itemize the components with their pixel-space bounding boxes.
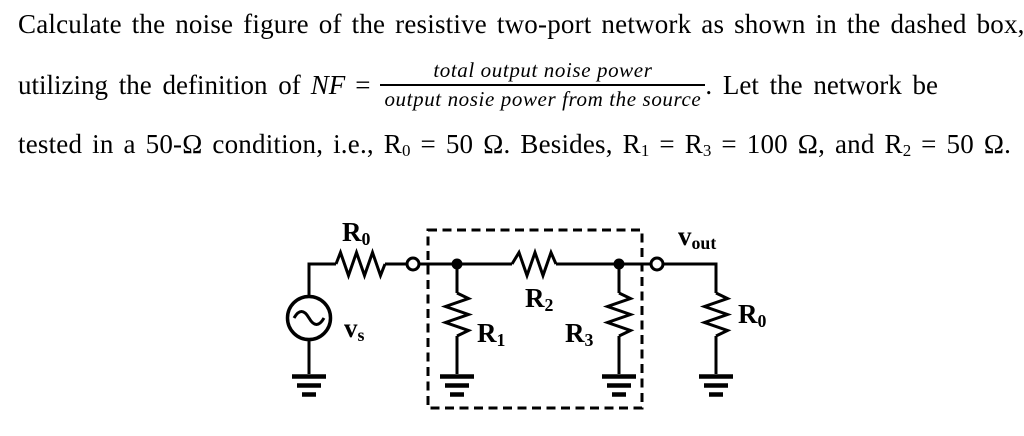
ground-r3 bbox=[602, 374, 636, 397]
dashed-network-box bbox=[426, 228, 644, 410]
fraction-denominator: output nosie power from the source bbox=[380, 84, 706, 111]
line3-segment: tested in a 50-Ω condition, i.e., R bbox=[18, 129, 403, 159]
resistor-r3 bbox=[602, 291, 636, 338]
wire-output-terminal-to-load bbox=[663, 262, 718, 293]
ground-load bbox=[699, 374, 733, 397]
line3-segment: = 50 Ω. Besides, R bbox=[410, 129, 641, 159]
fraction-numerator: total output noise power bbox=[433, 58, 653, 83]
problem-text-line3: tested in a 50-Ω condition, i.e., R0 = 5… bbox=[18, 129, 1012, 160]
r1-subscript: 1 bbox=[640, 141, 650, 160]
ground-r1 bbox=[440, 374, 474, 397]
label-r0-load-main: R bbox=[738, 299, 758, 329]
label-r2-main: R bbox=[525, 283, 545, 313]
output-terminal bbox=[649, 256, 665, 272]
label-r0-source: R0 bbox=[342, 219, 370, 249]
label-vout: vout bbox=[678, 223, 716, 253]
label-vout-main: v bbox=[678, 221, 692, 251]
label-r0-load: R0 bbox=[738, 301, 766, 331]
label-r2-sub: 2 bbox=[544, 294, 554, 315]
input-terminal bbox=[405, 256, 421, 272]
problem-text-line1: Calculate the noise figure of the resist… bbox=[18, 9, 1024, 39]
ground-source bbox=[292, 374, 326, 397]
line3-segment: = R bbox=[649, 129, 703, 159]
label-r2: R2 bbox=[525, 285, 553, 315]
line3-segment: = 100 Ω, and R bbox=[711, 129, 903, 159]
equals-sign: = bbox=[355, 69, 371, 100]
label-r3: R3 bbox=[565, 320, 593, 350]
r2-subscript: 2 bbox=[902, 141, 912, 160]
label-r1-sub: 1 bbox=[496, 329, 506, 350]
label-vs-main: v bbox=[344, 313, 358, 343]
nf-definition-fraction: total output noise power output nosie po… bbox=[380, 58, 706, 111]
resistor-r2 bbox=[510, 247, 558, 281]
resistor-r0-source bbox=[334, 247, 387, 281]
line3-segment: = 50 Ω. bbox=[911, 129, 1012, 159]
label-r0-load-sub: 0 bbox=[757, 310, 767, 331]
ac-source-sine-icon bbox=[292, 310, 326, 326]
r0-subscript: 0 bbox=[402, 141, 411, 160]
label-r3-main: R bbox=[565, 318, 585, 348]
label-r1: R1 bbox=[477, 320, 505, 350]
circuit-diagram bbox=[285, 228, 733, 410]
problem-text-line2: utilizing the definition of NF = total o… bbox=[18, 58, 938, 112]
resistor-r0-load bbox=[699, 291, 733, 338]
resistor-r1 bbox=[440, 291, 474, 338]
label-r0-source-main: R bbox=[342, 217, 362, 247]
label-vs-sub: s bbox=[357, 324, 365, 345]
wire-source-to-r0 bbox=[307, 262, 336, 297]
node-r1-junction bbox=[451, 258, 463, 270]
line2-prefix: utilizing the definition of bbox=[18, 69, 301, 100]
node-r3-junction bbox=[613, 258, 625, 270]
label-vout-sub: out bbox=[691, 232, 717, 253]
label-vs: vs bbox=[344, 315, 364, 345]
label-r0-source-sub: 0 bbox=[361, 228, 371, 249]
label-r1-main: R bbox=[477, 318, 497, 348]
line2-suffix: . Let the network be bbox=[705, 69, 939, 100]
label-r3-sub: 3 bbox=[584, 329, 594, 350]
nf-symbol: NF bbox=[310, 69, 346, 100]
r3-subscript: 3 bbox=[702, 141, 712, 160]
